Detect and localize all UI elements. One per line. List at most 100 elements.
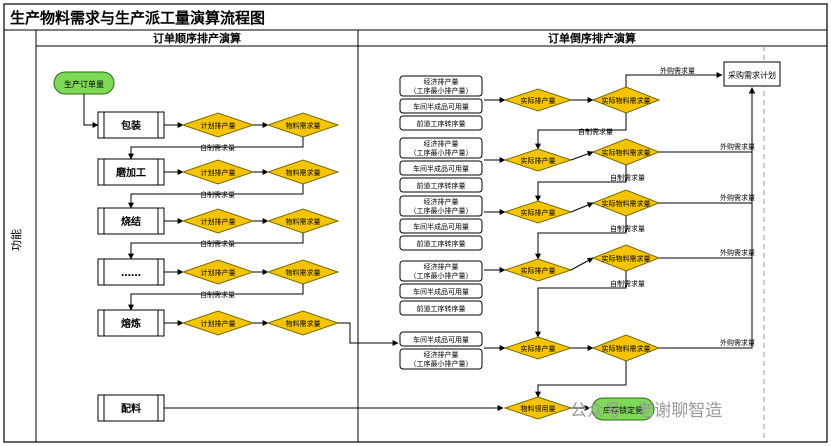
material-use-label: 物料领用量 bbox=[521, 404, 556, 413]
step-box bbox=[97, 258, 165, 286]
self-made-label: 自制需求量 bbox=[200, 190, 235, 199]
step-box bbox=[97, 158, 165, 186]
inventory-label: 车间半成品可用量 bbox=[413, 164, 469, 173]
inventory-label: 经济排产量 bbox=[424, 77, 459, 86]
inventory-cylinder bbox=[399, 160, 483, 176]
process-row: 磨加工计划排产量物料需求量自制需求量 bbox=[97, 158, 340, 209]
inventory-label: 前道工序转序量 bbox=[417, 181, 466, 190]
material-diamond bbox=[266, 208, 340, 234]
step-box bbox=[97, 207, 165, 235]
actual-prod-label: 实际排产量 bbox=[521, 266, 556, 275]
watermark: 公众号 · 老谢聊智造 bbox=[570, 401, 723, 421]
actual-material-label: 实际物料需求量 bbox=[602, 254, 651, 263]
inventory-cylinder bbox=[399, 195, 483, 217]
purchase-label: 外购需求量 bbox=[720, 142, 755, 151]
self-made-label: 自制需求量 bbox=[578, 127, 613, 136]
left-lane-header: 订单顺序排产演算 bbox=[153, 31, 241, 45]
plan-label: 计划排产量 bbox=[201, 121, 236, 130]
self-made-arrow bbox=[128, 284, 304, 311]
actual-material-label: 实际物料需求量 bbox=[602, 199, 651, 208]
actual-to-material-arrow bbox=[570, 202, 594, 213]
side-lane-label: 功能 bbox=[9, 229, 23, 251]
process-row: 配料 bbox=[97, 394, 165, 422]
self-made-down-arrow bbox=[535, 113, 627, 150]
step-label: 烧结 bbox=[121, 215, 141, 228]
inventory-cylinder bbox=[399, 300, 483, 316]
actual-prod-label: 实际排产量 bbox=[521, 156, 556, 165]
actual-to-material-arrow bbox=[570, 151, 594, 161]
material-diamond bbox=[266, 112, 340, 138]
self-made-label: 自制需求量 bbox=[610, 173, 645, 182]
inventory-label: 经济排产量 bbox=[424, 139, 459, 148]
inventory-sublabel: （工序最小排产量） bbox=[410, 148, 473, 157]
self-made-label: 自制需求量 bbox=[200, 143, 235, 152]
actual-material-label: 实际物料需求量 bbox=[602, 344, 651, 353]
cross-lane-arrow bbox=[338, 322, 399, 346]
plan-label: 计划排产量 bbox=[201, 319, 236, 328]
self-made-label: 自制需求量 bbox=[610, 279, 645, 288]
inventory-label: 车间半成品可用量 bbox=[413, 222, 469, 231]
inventory-cylinder bbox=[399, 348, 483, 370]
material-diamond bbox=[266, 259, 340, 285]
inventory-label: 经济排产量 bbox=[424, 197, 459, 206]
material-label: 物料需求量 bbox=[286, 168, 321, 177]
inventory-cylinder bbox=[399, 115, 483, 131]
start-arrow bbox=[83, 94, 99, 128]
actual-prod-label: 实际排产量 bbox=[521, 96, 556, 105]
purchase-label: 外购需求量 bbox=[720, 338, 755, 347]
material-label: 物料需求量 bbox=[286, 217, 321, 226]
inventory-cylinder bbox=[399, 235, 483, 251]
step-label: …… bbox=[121, 268, 141, 279]
self-made-arrow bbox=[128, 184, 304, 209]
plan-label: 计划排产量 bbox=[201, 268, 236, 277]
purchase-arrow bbox=[659, 87, 755, 349]
inventory-sublabel: （工序最小排产量） bbox=[410, 86, 473, 95]
purchase-arrow bbox=[625, 72, 723, 87]
actual-prod-label: 实际排产量 bbox=[521, 344, 556, 353]
inventory-cylinder bbox=[399, 177, 483, 193]
material-label: 物料需求量 bbox=[286, 121, 321, 130]
process-row: 烧结计划排产量物料需求量自制需求量 bbox=[97, 207, 340, 260]
self-made-arrow bbox=[128, 233, 304, 260]
actual-group: 实际排产量实际物料需求量外购需求量 bbox=[484, 87, 755, 362]
inventory-label: 经济排产量 bbox=[424, 350, 459, 359]
process-row: ……计划排产量物料需求量自制需求量 bbox=[97, 258, 340, 311]
actual-material-label: 实际物料需求量 bbox=[602, 148, 651, 157]
purchase-label: 外购需求量 bbox=[720, 193, 755, 202]
inventory-cylinder bbox=[399, 260, 483, 282]
process-row: 熔炼计划排产量物料需求量 bbox=[97, 309, 340, 337]
actual-to-material-arrow bbox=[570, 257, 594, 271]
inventory-sublabel: （工序最小排产量） bbox=[410, 359, 473, 368]
inventory-label: 车间半成品可用量 bbox=[413, 287, 469, 296]
self-made-down-arrow bbox=[535, 216, 627, 260]
purchase-plan-box bbox=[723, 61, 781, 87]
start-label: 生产订单量 bbox=[64, 79, 104, 89]
inventory-sublabel: （工序最小排产量） bbox=[410, 206, 473, 215]
purchase-arrow bbox=[659, 87, 755, 259]
material-label: 物料需求量 bbox=[286, 319, 321, 328]
material-diamond bbox=[266, 159, 340, 185]
end-terminal bbox=[591, 397, 655, 421]
inventory-label: 车间半成品可用量 bbox=[413, 335, 469, 344]
inventory-cylinder bbox=[399, 218, 483, 234]
step-label: 磨加工 bbox=[115, 166, 146, 179]
step-label: 配料 bbox=[121, 402, 141, 415]
inventory-label: 经济排产量 bbox=[424, 262, 459, 271]
self-made-label: 自制需求量 bbox=[200, 239, 235, 248]
purchase-plan-label: 采购需求计划 bbox=[728, 70, 776, 80]
inventory-cylinder bbox=[399, 283, 483, 299]
purchase-label: 外购需求量 bbox=[720, 248, 755, 257]
end-label: 库存锁定量 bbox=[603, 405, 643, 415]
step-label: 包装 bbox=[121, 119, 141, 132]
outer-frame bbox=[3, 3, 828, 443]
material-label: 物料需求量 bbox=[286, 268, 321, 277]
self-made-arrow bbox=[128, 137, 304, 160]
actual-material-label: 实际物料需求量 bbox=[602, 96, 651, 105]
